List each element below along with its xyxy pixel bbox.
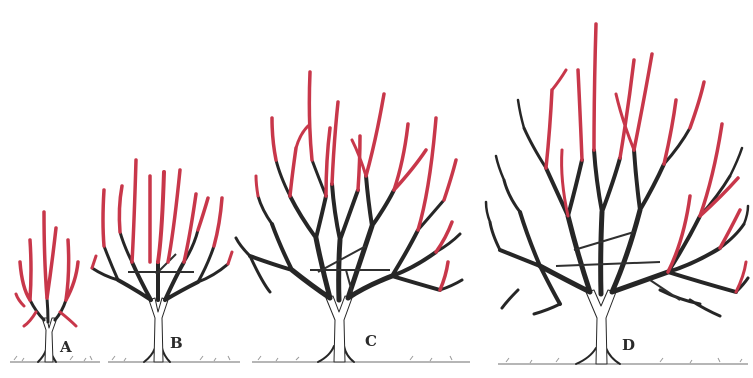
tree-a-ground	[10, 350, 100, 362]
stage-label-d: D	[622, 336, 635, 354]
tree-b: B	[92, 160, 240, 362]
stage-label-a: A	[59, 338, 72, 356]
tree-c: C	[236, 72, 470, 362]
tree-d: D	[486, 24, 748, 364]
tree-c-braces	[310, 246, 390, 292]
tree-d-old-wood	[486, 100, 748, 364]
stage-label-b: B	[170, 334, 183, 352]
tree-c-ground	[252, 346, 470, 362]
tree-a: A	[10, 212, 100, 362]
stage-label-c: C	[365, 332, 377, 350]
